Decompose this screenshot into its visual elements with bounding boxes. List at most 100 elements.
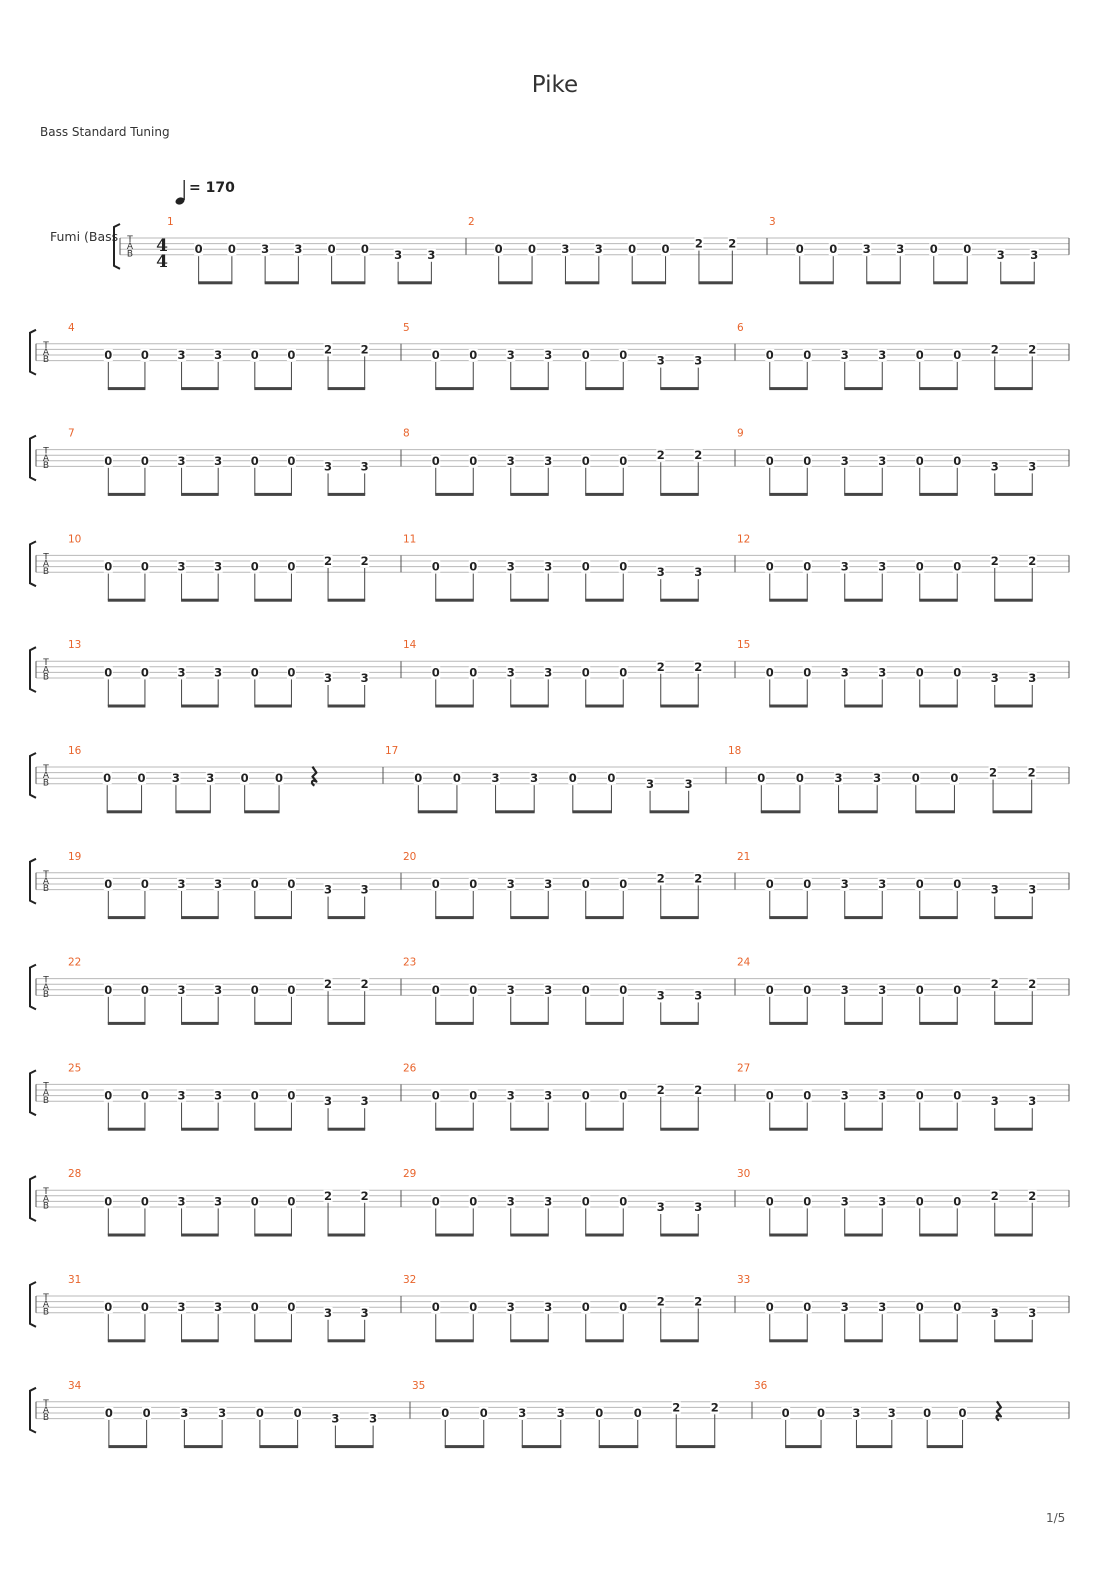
fret-number: 0 [251, 348, 259, 362]
note-beam [769, 1127, 808, 1131]
note-beam [660, 704, 699, 708]
fret-bg [140, 454, 150, 467]
fret-bg [360, 883, 370, 896]
fret-number: 3 [646, 777, 654, 791]
fret-number: 0 [143, 1406, 151, 1420]
fret-bg [286, 560, 296, 573]
fret-number: 3 [991, 671, 999, 685]
fret-bg [213, 983, 223, 996]
fret-number: 0 [469, 877, 477, 891]
fret-number: 0 [766, 348, 774, 362]
note-beam [107, 1339, 146, 1343]
fret-bg [671, 1401, 681, 1414]
fret-bg [255, 1407, 265, 1419]
fret-number: 0 [432, 454, 440, 468]
fret-bg [1027, 766, 1037, 779]
note-beam [844, 387, 883, 391]
fret-bg [250, 1089, 260, 1102]
fret-bg [661, 243, 671, 256]
fret-number: 3 [180, 1406, 188, 1420]
fret-number: 2 [991, 977, 999, 991]
fret-bg [360, 555, 370, 567]
fret-number: 3 [178, 454, 186, 468]
tab-clef-letter: A [43, 983, 50, 993]
fret-number: 2 [1028, 977, 1036, 991]
fret-bg [250, 454, 260, 467]
note-beam [919, 387, 958, 391]
note-beam [435, 916, 474, 920]
fret-bg [217, 1407, 227, 1419]
note-beam [585, 1339, 624, 1343]
fret-bg [990, 343, 1000, 356]
fret-number: 2 [657, 660, 665, 674]
fret-bg [840, 1195, 850, 1208]
tab-clef-letter: T [42, 341, 49, 351]
fret-number: 0 [619, 1194, 627, 1208]
fret-number: 0 [582, 983, 590, 997]
note-beam [181, 1233, 219, 1237]
tab-clef-letter: A [43, 348, 50, 358]
fret-number: 3 [1028, 883, 1036, 897]
fret-number: 0 [251, 560, 259, 574]
note-beam [327, 704, 366, 708]
measure-number: 23 [403, 957, 416, 969]
fret-number: 2 [694, 660, 702, 674]
fret-number: 0 [796, 242, 804, 256]
fret-number: 3 [694, 988, 702, 1002]
fret-number: 0 [251, 1089, 259, 1103]
fret-number: 3 [507, 1300, 515, 1314]
note-beam [521, 1445, 562, 1449]
fret-number: 0 [953, 560, 961, 574]
fret-number: 3 [544, 983, 552, 997]
measure-number: 11 [403, 533, 416, 545]
fret-number: 3 [324, 883, 332, 897]
fret-bg [581, 560, 591, 573]
tab-clef-letter: T [42, 447, 49, 457]
fret-bg [468, 454, 478, 467]
fret-number: 0 [287, 1300, 295, 1314]
fret-number: 2 [1028, 766, 1036, 780]
fret-number: 3 [178, 877, 186, 891]
fret-number: 0 [251, 1300, 259, 1314]
fret-bg [102, 772, 112, 785]
fret-bg [949, 772, 959, 785]
fret-bg [727, 237, 737, 250]
fret-bg [581, 878, 591, 890]
note-beam [660, 492, 699, 496]
note-beam [244, 810, 280, 814]
fret-number: 0 [414, 771, 422, 785]
note-beam [183, 1445, 223, 1449]
fret-number: 3 [991, 1306, 999, 1320]
note-beam [994, 1127, 1033, 1131]
fret-bg [491, 772, 501, 785]
note-beam [585, 704, 624, 708]
note-beam [107, 492, 146, 496]
fret-bg [840, 1301, 850, 1314]
fret-bg [103, 560, 113, 573]
fret-number: 0 [916, 1194, 924, 1208]
fret-bg [765, 560, 775, 573]
fret-number: 0 [469, 348, 477, 362]
fret-number: 3 [178, 348, 186, 362]
fret-bg [360, 243, 370, 256]
fret-bg [431, 983, 441, 996]
measure-number: 6 [737, 322, 744, 334]
fret-bg [479, 1407, 489, 1419]
fret-number: 0 [469, 560, 477, 574]
fret-bg [140, 1089, 150, 1102]
fret-number: 0 [766, 665, 774, 679]
fret-number: 0 [912, 771, 920, 785]
note-beam [435, 1233, 474, 1237]
note-beam [994, 704, 1033, 708]
note-beam [327, 492, 366, 496]
fret-number: 0 [757, 771, 765, 785]
fret-number: 3 [544, 665, 552, 679]
fret-number: 0 [138, 771, 146, 785]
fret-bg [250, 1301, 260, 1314]
